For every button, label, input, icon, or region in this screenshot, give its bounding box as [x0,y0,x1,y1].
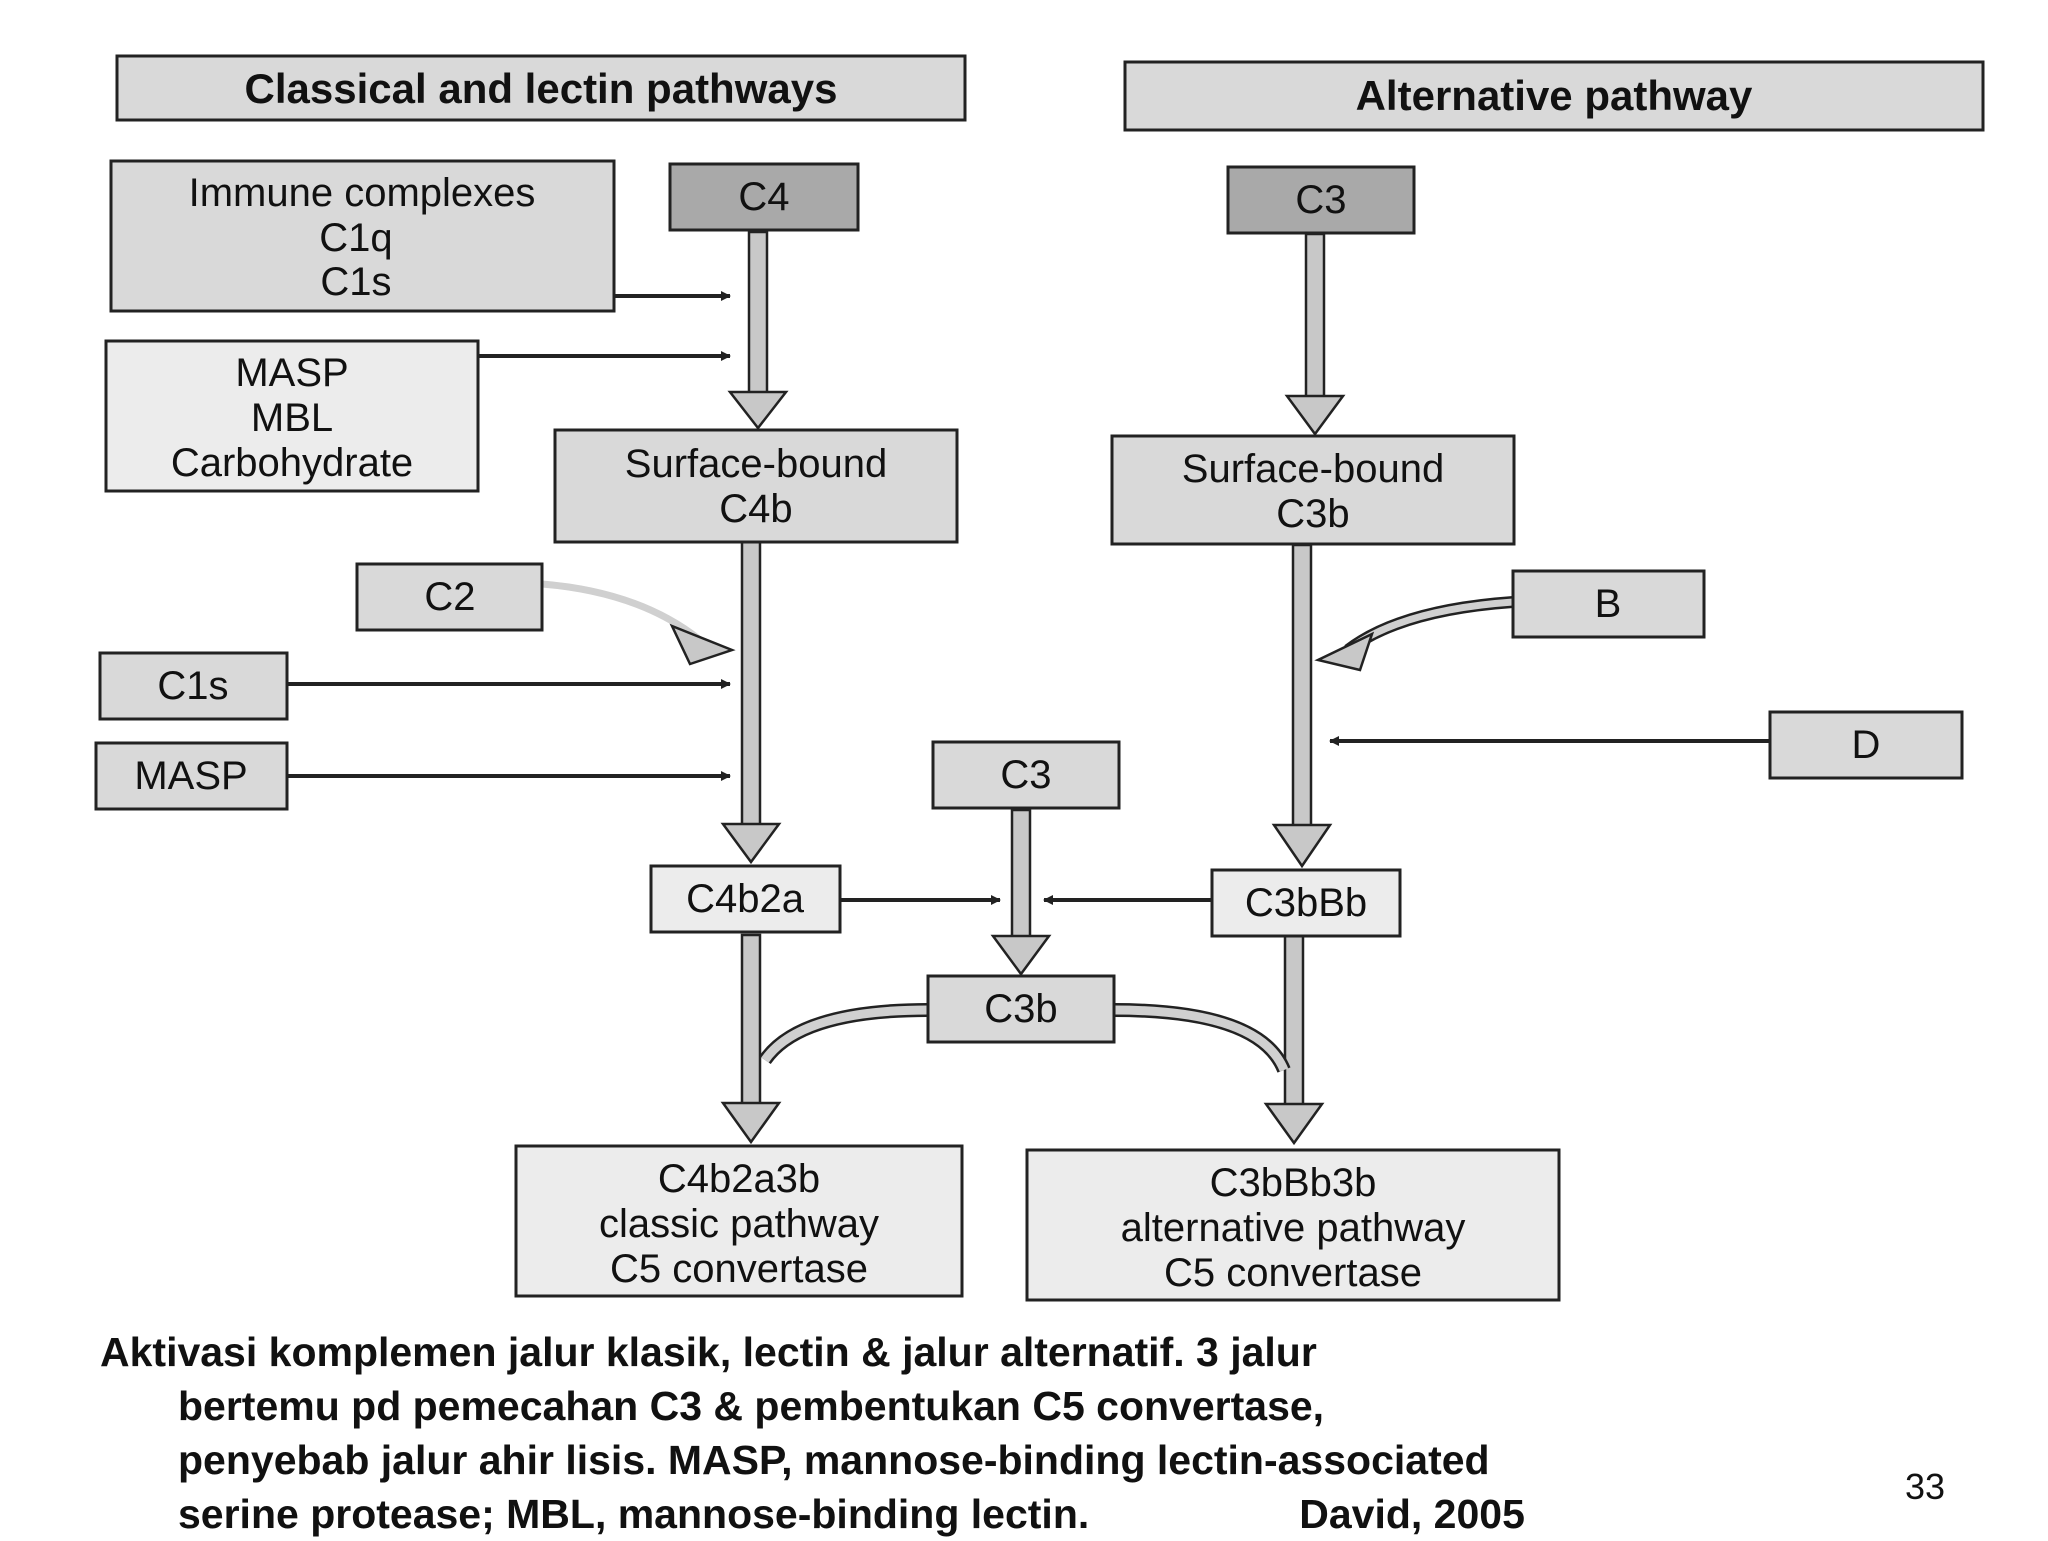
masp-mbl-line2: MBL [251,396,333,440]
box-c2: C2 [355,562,544,632]
box-b: B [1511,569,1706,639]
c3b-label: C3b [984,987,1057,1031]
header-classical-lectin: Classical and lectin pathways [115,54,967,122]
c4-label: C4 [738,175,789,219]
masp-label: MASP [134,754,247,798]
page-number: 33 [1905,1466,1946,1507]
box-classic-convertase: C4b2a3b classic pathway C5 convertase [514,1144,964,1298]
c2-label: C2 [424,575,475,619]
arrow-c2-to-c4b-column [541,580,736,666]
c1s-label: C1s [157,664,228,708]
arrow-c3bbb-to-alternative-convertase [1263,934,1325,1146]
surface-c4b-line1: Surface-bound [625,442,887,486]
masp-mbl-line3: Carbohydrate [171,441,413,485]
surface-c3b-line2: C3b [1276,492,1349,536]
box-c3-top: C3 [1226,165,1416,235]
alternative-convertase-line2: alternative pathway [1121,1206,1466,1250]
c3-top-label: C3 [1295,178,1346,222]
box-c3-middle: C3 [931,740,1121,810]
box-c3b: C3b [926,974,1116,1044]
arrow-c3-to-c3b [1284,232,1346,437]
masp-mbl-line1: MASP [235,351,348,395]
box-c3bbb: C3bBb [1210,868,1402,938]
header-alternative-label: Alternative pathway [1356,72,1753,119]
figure-caption: Aktivasi komplemen jalur klasik, lectin … [100,1325,1880,1541]
box-masp: MASP [94,741,289,811]
caption-line-2: bertemu pd pemecahan C3 & pembentukan C5… [178,1383,1325,1429]
c4b2a-label: C4b2a [686,877,805,921]
box-c1s: C1s [98,651,289,721]
box-c4: C4 [668,162,860,232]
immune-complexes-line1: Immune complexes [189,171,536,215]
classic-convertase-line2: classic pathway [599,1202,879,1246]
alternative-convertase-line1: C3bBb3b [1210,1161,1377,1205]
caption-line-3: penyebab jalur ahir lisis. MASP, mannose… [178,1437,1490,1483]
immune-complexes-line3: C1s [320,260,391,304]
box-masp-mbl-carbohydrate: MASP MBL Carbohydrate [104,339,480,493]
arrow-c3-middle-to-c3b [990,808,1052,977]
header-classical-lectin-label: Classical and lectin pathways [245,65,838,112]
box-alternative-convertase: C3bBb3b alternative pathway C5 convertas… [1025,1148,1561,1302]
arrow-c3b-to-c3bbb [1271,543,1333,869]
b-label: B [1595,582,1622,626]
box-surface-c3b: Surface-bound C3b [1110,434,1516,546]
caption-line-4-text: serine protease; MBL, mannose-binding le… [178,1491,1090,1537]
box-d: D [1768,710,1964,780]
c3bbb-label: C3bBb [1245,881,1367,925]
immune-complexes-line2: C1q [319,216,392,260]
classic-convertase-line3: C5 convertase [610,1247,868,1291]
classic-convertase-line1: C4b2a3b [658,1157,820,1201]
surface-c4b-line2: C4b [719,487,792,531]
arrow-c4b2a-to-classic-convertase [720,933,782,1145]
alternative-convertase-line3: C5 convertase [1164,1251,1422,1295]
c3-middle-label: C3 [1000,753,1051,797]
d-label: D [1852,723,1881,767]
caption-line-1: Aktivasi komplemen jalur klasik, lectin … [100,1329,1317,1375]
box-c4b2a: C4b2a [649,864,842,934]
header-alternative: Alternative pathway [1123,60,1985,132]
curve-c3b-to-alternative [1113,1003,1291,1073]
box-surface-c4b: Surface-bound C4b [553,428,959,544]
caption-line-4: serine protease; MBL, mannose-binding le… [100,1487,1880,1541]
arrow-c4b-to-c4b2a [720,540,782,865]
caption-source: David, 2005 [1299,1491,1525,1537]
complement-pathways-diagram: Classical and lectin pathways Alternativ… [94,54,1985,1302]
box-immune-complexes: Immune complexes C1q C1s [109,159,616,313]
arrow-b-to-c3b-column [1314,596,1514,672]
arrow-c4-to-c4b [727,230,789,431]
curve-c3b-to-classic [759,1003,929,1065]
surface-c3b-line1: Surface-bound [1182,447,1444,491]
